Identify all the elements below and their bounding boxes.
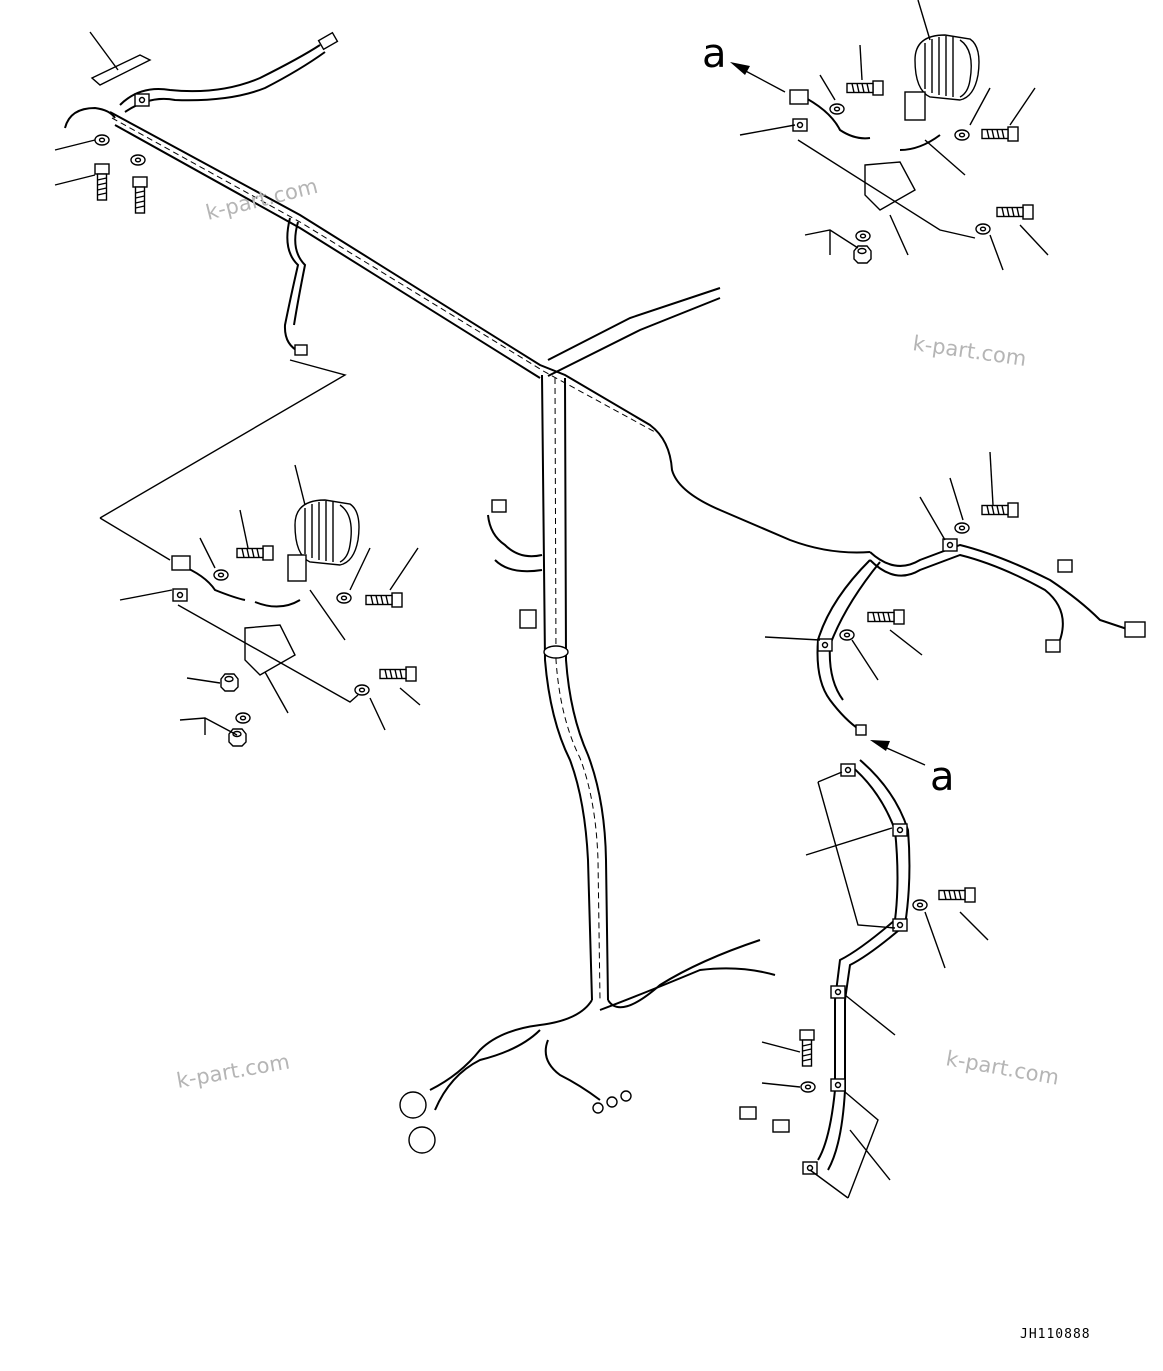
right-hardware [799,502,1019,1093]
vertical-harness-trunk [399,374,776,1154]
drawing-code: JH110888 [1020,1327,1091,1342]
arrow-icon-top [730,62,786,93]
top-left-bracket-assembly [64,54,152,214]
leader-lines [54,0,1049,1199]
upper-right-lamp-assembly [789,34,1034,264]
view-ref-right: a [930,754,955,800]
main-harness-trunk [109,31,871,554]
view-ref-top: a [702,31,727,77]
arrow-icon-right [870,740,926,766]
lower-left-lamp-assembly [171,499,417,747]
watermark: k-part.com [175,1049,292,1092]
watermark: k-part.com [944,1046,1061,1089]
watermark: k-part.com [911,331,1028,371]
